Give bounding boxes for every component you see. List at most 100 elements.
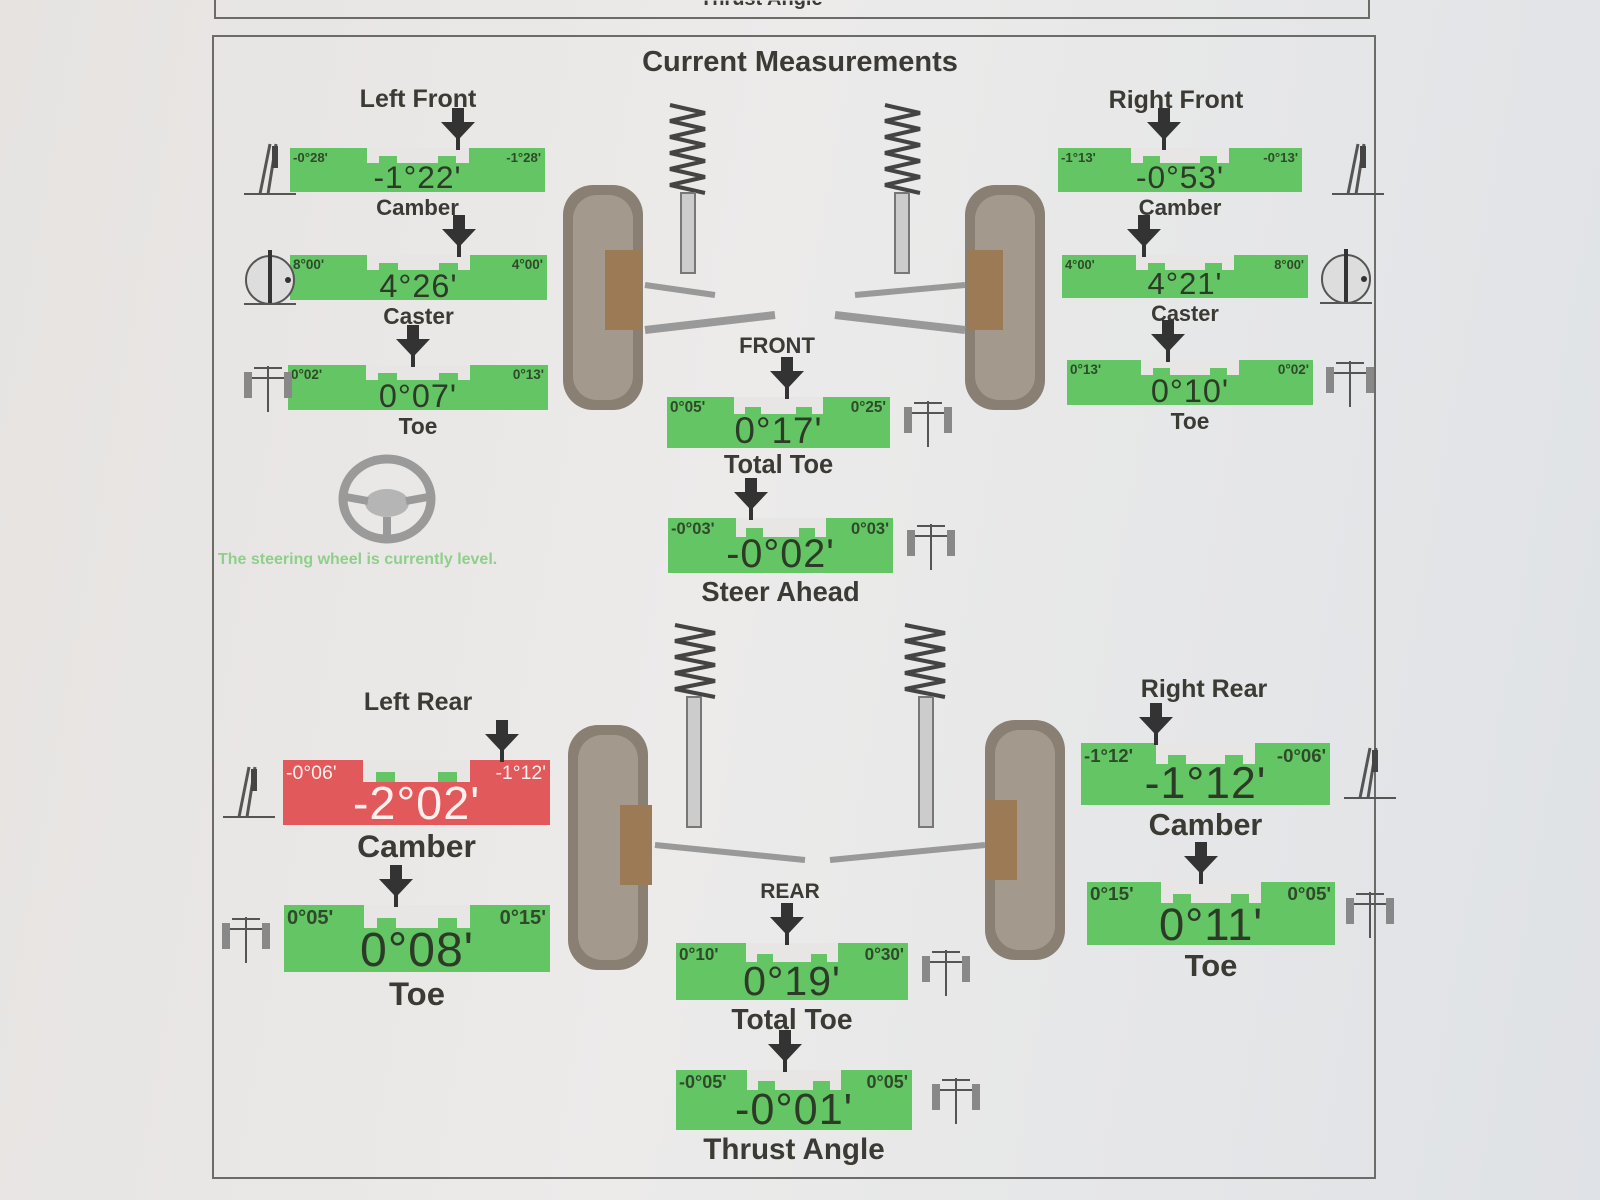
page-title: Current Measurements: [642, 46, 958, 78]
gauge-center-step: [762, 518, 799, 537]
gauge-value: -2°02': [352, 777, 481, 830]
gauge-f-steer-ahead: -0°03'0°03'-0°02'Steer Ahead: [668, 478, 893, 607]
gauge-target-notch: [367, 255, 470, 271]
indicator-arrow-icon: [1138, 703, 1173, 745]
right-rear-heading: Right Rear: [1140, 675, 1268, 703]
gauge-center-step: [773, 943, 811, 963]
gauge-value: -0°53': [1135, 159, 1225, 196]
gauge-center-step: [395, 905, 439, 928]
steering-wheel-icon: [338, 454, 436, 544]
gauge-label: Total Toe: [723, 451, 834, 479]
indicator-arrow-icon: [378, 865, 413, 907]
gauge-left-limit: -0°06': [286, 762, 337, 784]
gauge-rr-camber: -1°12'-0°06'-1°12'Camber: [1081, 703, 1330, 842]
gauge-lr-camber: -0°06' -1°12' -2°02'Camber: [283, 720, 550, 864]
gauge-rr-toe: 0°15'0°05'0°11'Toe: [1087, 842, 1335, 983]
indicator-arrow-icon: [733, 478, 768, 520]
gauge-target-notch: [1135, 255, 1235, 270]
front-right-strut: [834, 103, 966, 334]
gauge-target-notch: [1161, 882, 1261, 904]
toe-icon: [240, 356, 296, 421]
left-rear-heading: Left Rear: [363, 688, 473, 716]
steer-ahead-icon: [903, 514, 959, 579]
gauge-target-notch: [363, 760, 470, 783]
gauge-lr-toe: 0°05'0°15'0°08'Toe: [284, 865, 550, 1012]
rear-right-wheel: [985, 720, 1065, 960]
rear-left-strut: [654, 623, 806, 863]
gauge-value: 0°19': [743, 957, 841, 1004]
caster-icon: [242, 246, 298, 311]
gauge-left-limit: -0°28': [293, 150, 328, 165]
total-toe-icon: [918, 940, 974, 1005]
gauge-lf-toe: 0°02'0°13'0°07'Toe: [288, 325, 548, 439]
gauge-center-step: [775, 1070, 813, 1091]
total-toe-icon: [900, 391, 956, 456]
gauge-target-notch: [363, 905, 471, 928]
front-right-wheel: [965, 185, 1045, 410]
gauge-right-limit: 0°03': [850, 520, 889, 538]
gauge-right-limit: 0°13': [512, 367, 544, 382]
indicator-arrow-icon: [767, 1030, 802, 1072]
gauge-right-limit: 0°05': [1287, 884, 1331, 905]
gauge-value: -1°22': [373, 159, 462, 196]
front-left-strut: [644, 103, 776, 334]
camber-icon: [221, 761, 277, 826]
gauge-rf-camber: -1°13'-0°13'-0°53'Camber: [1058, 108, 1302, 220]
indicator-arrow-icon: [1150, 320, 1185, 362]
gauge-label: Toe: [389, 975, 445, 1012]
toe-icon: [1342, 882, 1398, 947]
gauge-right-limit: -0°06': [1276, 745, 1326, 766]
gauge-right-limit: -0°13': [1263, 150, 1298, 165]
gauge-target-notch: [746, 1070, 842, 1091]
front-left-wheel: [563, 185, 643, 410]
gauge-label: Camber: [1138, 195, 1222, 220]
gauge-center-step: [1170, 360, 1210, 376]
gauge-label: Camber: [376, 195, 459, 220]
gauge-left-limit: -1°12': [1084, 745, 1134, 766]
front-axle-heading: FRONT: [739, 333, 815, 358]
gauge-target-notch: [745, 943, 839, 963]
gauge-label: Toe: [398, 413, 438, 439]
gauge-r-total-toe: 0°10'0°30'0°19'Total Toe: [676, 903, 908, 1035]
gauge-label: Toe: [1184, 948, 1238, 983]
gauge-target-notch: [366, 148, 469, 163]
indicator-arrow-icon: [441, 108, 476, 150]
gauge-value: -0°01': [735, 1085, 853, 1134]
gauge-center-step: [397, 255, 440, 271]
gauge-value: 0°11': [1158, 898, 1264, 950]
gauge-label: Toe: [1170, 408, 1210, 434]
gauge-label: Steer Ahead: [701, 576, 860, 607]
gauge-right-limit: 4°00': [511, 257, 543, 272]
gauge-right-limit: 0°05': [866, 1072, 908, 1092]
camber-icon: [1330, 138, 1386, 203]
gauge-left-limit: 0°02': [291, 367, 323, 382]
gauge-target-notch: [366, 365, 470, 381]
caster-icon: [1318, 245, 1374, 310]
gauge-label: Camber: [357, 828, 476, 864]
right-front-heading: Right Front: [1108, 86, 1244, 114]
gauge-right-limit: -1°12': [495, 762, 546, 784]
rear-suspension-illustration: [568, 623, 1065, 970]
indicator-arrow-icon: [770, 903, 805, 945]
gauge-target-notch: [1155, 743, 1256, 765]
previous-section-frame: [214, 0, 1370, 19]
gauge-value: 0°10': [1150, 372, 1230, 409]
front-suspension-illustration: [563, 103, 1045, 410]
gauge-value: 4°21': [1147, 266, 1223, 302]
gauge-left-limit: 4°00': [1065, 257, 1095, 272]
indicator-arrow-icon: [396, 325, 431, 367]
gauge-center-step: [1160, 148, 1200, 163]
gauge-value: 4°26': [379, 267, 458, 304]
indicator-arrow-icon: [770, 357, 805, 399]
gauge-label: Camber: [1148, 808, 1263, 842]
gauge-value: -1°12': [1144, 759, 1267, 809]
gauge-right-limit: 0°30': [864, 945, 904, 964]
gauge-label: Caster: [383, 303, 454, 329]
gauge-label: Total Toe: [731, 1003, 853, 1035]
gauge-rf-toe: 0°13'0°02'0°10'Toe: [1067, 320, 1313, 434]
steering-status-message: The steering wheel is currently level.: [218, 551, 498, 568]
gauge-target-notch: [1140, 360, 1240, 376]
gauge-target-notch: [735, 518, 826, 537]
gauge-center-step: [397, 365, 439, 381]
rear-right-strut: [829, 623, 986, 863]
